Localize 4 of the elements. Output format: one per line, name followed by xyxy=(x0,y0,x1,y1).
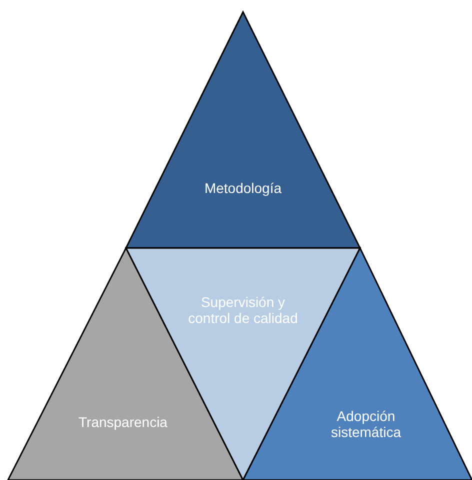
segment-label: Metodología xyxy=(203,180,283,196)
segment-label: Supervisión y control de calidad xyxy=(188,294,298,326)
segment-label: Adopción sistemática xyxy=(330,408,402,440)
segment-label: Transparencia xyxy=(78,414,168,430)
